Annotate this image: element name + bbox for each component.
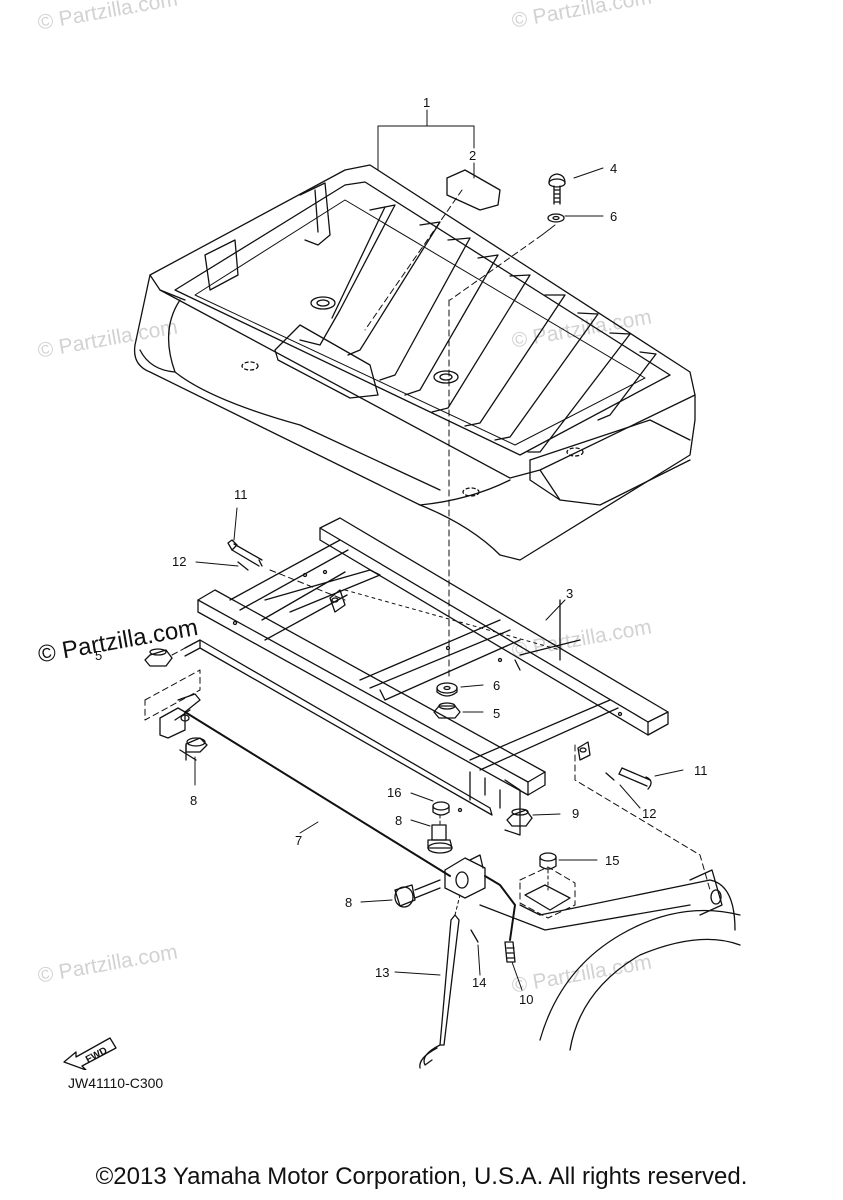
svg-text:8: 8 <box>345 895 352 910</box>
svg-text:7: 7 <box>295 833 302 848</box>
support-rod <box>484 875 516 941</box>
damper <box>436 682 458 697</box>
rubber-stopper <box>539 852 557 870</box>
svg-text:11: 11 <box>694 763 708 778</box>
svg-text:13: 13 <box>375 965 389 980</box>
svg-text:11: 11 <box>234 487 248 502</box>
svg-text:10: 10 <box>519 992 533 1007</box>
clevis-pin <box>227 507 263 567</box>
washer <box>547 213 565 223</box>
mount-bracket <box>159 693 201 739</box>
clevis-pin <box>618 767 652 790</box>
svg-text:12: 12 <box>642 806 656 821</box>
svg-text:4: 4 <box>610 161 617 176</box>
bed-frame <box>184 517 669 836</box>
chassis-frame <box>479 869 741 1051</box>
screw <box>548 173 566 205</box>
flange-nut <box>433 702 461 719</box>
svg-text:9: 9 <box>572 806 579 821</box>
flange-nut <box>144 648 173 667</box>
svg-text:14: 14 <box>472 975 486 990</box>
flange-bolt <box>179 737 208 761</box>
svg-text:15: 15 <box>605 853 619 868</box>
svg-text:3: 3 <box>566 586 573 601</box>
svg-text:8: 8 <box>190 793 197 808</box>
cotter-pin <box>470 929 479 943</box>
flange-bolt <box>427 824 453 854</box>
svg-text:8: 8 <box>395 813 402 828</box>
copyright-notice: ©2013 Yamaha Motor Corporation, U.S.A. A… <box>95 1163 748 1190</box>
washer <box>432 801 450 816</box>
fwd-arrow-icon: FWD <box>63 1037 117 1070</box>
support-rod <box>184 711 451 877</box>
cable-end <box>504 941 516 963</box>
caution-label <box>446 169 501 211</box>
svg-text:1: 1 <box>423 95 430 110</box>
svg-text:2: 2 <box>469 148 476 163</box>
svg-text:16: 16 <box>387 785 401 800</box>
svg-text:5: 5 <box>95 648 102 663</box>
svg-text:5: 5 <box>493 706 500 721</box>
mount-bracket <box>444 854 486 899</box>
diagram-code: JW41110-C300 <box>68 1075 164 1091</box>
svg-text:6: 6 <box>493 678 500 693</box>
svg-text:12: 12 <box>172 554 186 569</box>
svg-text:6: 6 <box>610 209 617 224</box>
flange-nut <box>506 808 533 827</box>
prop-rod <box>419 914 460 1069</box>
cotter-pin <box>605 772 615 781</box>
callout-labels: 1 2 3 4 5 6 6 5 7 8 8 8 9 10 11 11 12 12… <box>95 95 708 1007</box>
cotter-pin <box>237 561 249 571</box>
cargo-bed <box>133 164 696 561</box>
svg-text:FWD: FWD <box>84 1045 109 1065</box>
flange-bolt <box>394 879 441 908</box>
